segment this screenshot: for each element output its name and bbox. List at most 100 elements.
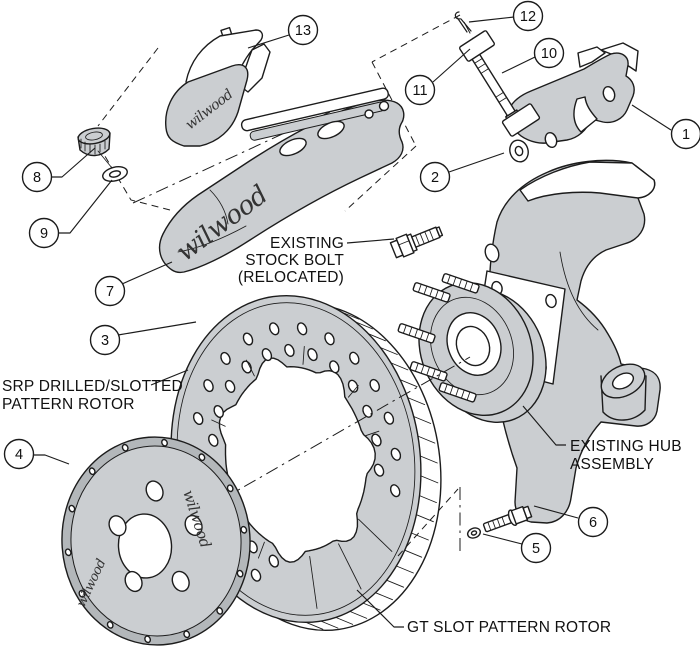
rotor-drill-hole [329, 360, 340, 374]
hat-rivet [106, 621, 114, 629]
rotor-drill-hole [389, 484, 401, 498]
thread [469, 282, 474, 292]
thread [460, 389, 465, 399]
dashed-line [371, 14, 461, 63]
callout-number: 1 [682, 127, 690, 143]
callout-number: 5 [532, 541, 540, 557]
callout-circle [577, 506, 609, 538]
callout-circle [3, 438, 35, 470]
rotor-vane-tick [368, 333, 386, 342]
rotor-drill-hole [242, 332, 254, 346]
assembly-axis [199, 356, 471, 513]
hub-assembly [397, 273, 547, 424]
label-stock-bolt: STOCK BOLT [245, 252, 344, 269]
bolt-tip [435, 226, 444, 238]
callout-4: 4 [3, 438, 35, 470]
thread [495, 91, 504, 98]
callout-number: 8 [33, 170, 41, 186]
washer-5-hole [470, 530, 478, 536]
leader-13 [247, 34, 290, 49]
leader-12 [468, 16, 515, 23]
leader-10 [501, 56, 536, 74]
callout-circle [520, 532, 552, 564]
rotor-vane-tick [349, 610, 368, 619]
thread [424, 231, 430, 243]
label-gt-rotor: GT SLOT PATTERN ROTOR [407, 619, 611, 636]
caliper-bridge-window [279, 137, 307, 157]
callouts: 1 2 3 4 5 6 7 8 9 10 11 12 13 [3, 0, 700, 564]
callout-circle [512, 0, 544, 32]
thread [414, 328, 418, 338]
stud-shaft [438, 382, 477, 403]
leader-11 [432, 48, 471, 83]
bleed-cap [77, 127, 113, 169]
thread [496, 518, 501, 528]
thread [477, 63, 486, 69]
hat-lug-hole [124, 570, 143, 593]
rotor-vane-tick [399, 379, 418, 388]
hub-bore-inner [455, 325, 491, 367]
cap-top-ring [85, 131, 103, 141]
callout-circle [94, 275, 126, 307]
leader-gt [356, 589, 404, 628]
rotor-slot [347, 384, 359, 398]
gt-slot [358, 518, 393, 552]
rotor-vane-tick [413, 416, 432, 424]
hat-details [64, 438, 248, 644]
label-stock-bolt: EXISTING [270, 235, 344, 252]
wheel-stud [438, 382, 477, 403]
callout-6: 6 [577, 506, 609, 538]
rotor-vane-tick [386, 579, 405, 588]
thread [452, 276, 457, 286]
dashed-line [98, 145, 171, 211]
wheel-studs [397, 273, 480, 403]
spacer-lower [501, 103, 541, 137]
hat-rivet [78, 589, 86, 598]
axis-lines [199, 356, 471, 557]
callout-number: 2 [431, 170, 439, 186]
thread [417, 283, 422, 293]
stock-bolt [389, 226, 444, 259]
knuckle-top-face [519, 161, 656, 202]
rotor-drill-hole [268, 554, 280, 568]
bracket-hole [602, 85, 616, 103]
hat-rivet [121, 443, 129, 452]
callout-9: 9 [28, 217, 60, 249]
caliper-body [158, 99, 405, 274]
caliper-contour [177, 225, 247, 253]
callout-number: 7 [106, 284, 114, 300]
thread [466, 391, 471, 401]
stud-shaft [412, 282, 451, 303]
cap-axis [97, 150, 113, 169]
callout-3: 3 [89, 324, 121, 356]
hat-lug-hole [184, 514, 203, 536]
rotor-drill-hole [208, 433, 219, 447]
rotor-vane-tick [305, 621, 324, 630]
thread [440, 291, 445, 301]
rotor-drill-hole [261, 348, 273, 362]
brake-caliper: wilwood [158, 87, 405, 274]
washer-2-hole [514, 145, 524, 157]
rotor-slot [245, 359, 255, 377]
leader-8 [52, 147, 96, 178]
thread [420, 364, 425, 374]
leader-5 [482, 533, 523, 545]
thread [492, 520, 496, 529]
knuckle-ear-hole [484, 243, 500, 263]
label-hub-assembly: ASSEMBLY [570, 456, 654, 473]
rotor-vane-tick [320, 620, 339, 629]
rotor-vane-tick [355, 321, 373, 330]
cotter-pin [454, 11, 472, 33]
callout-circle [89, 324, 121, 356]
rotor-drill-hole [250, 568, 262, 582]
hat-rivet [240, 525, 248, 534]
leader-7 [121, 261, 173, 285]
hat-rivet [144, 635, 152, 644]
rotor-vane-tick [419, 455, 438, 464]
rotor-drill-hole [268, 322, 280, 336]
callout-number: 9 [40, 226, 48, 242]
thread [446, 274, 451, 284]
rotor-vane-tick [417, 435, 436, 444]
stud-shaft [441, 273, 480, 294]
hub-face-ring [430, 296, 514, 396]
